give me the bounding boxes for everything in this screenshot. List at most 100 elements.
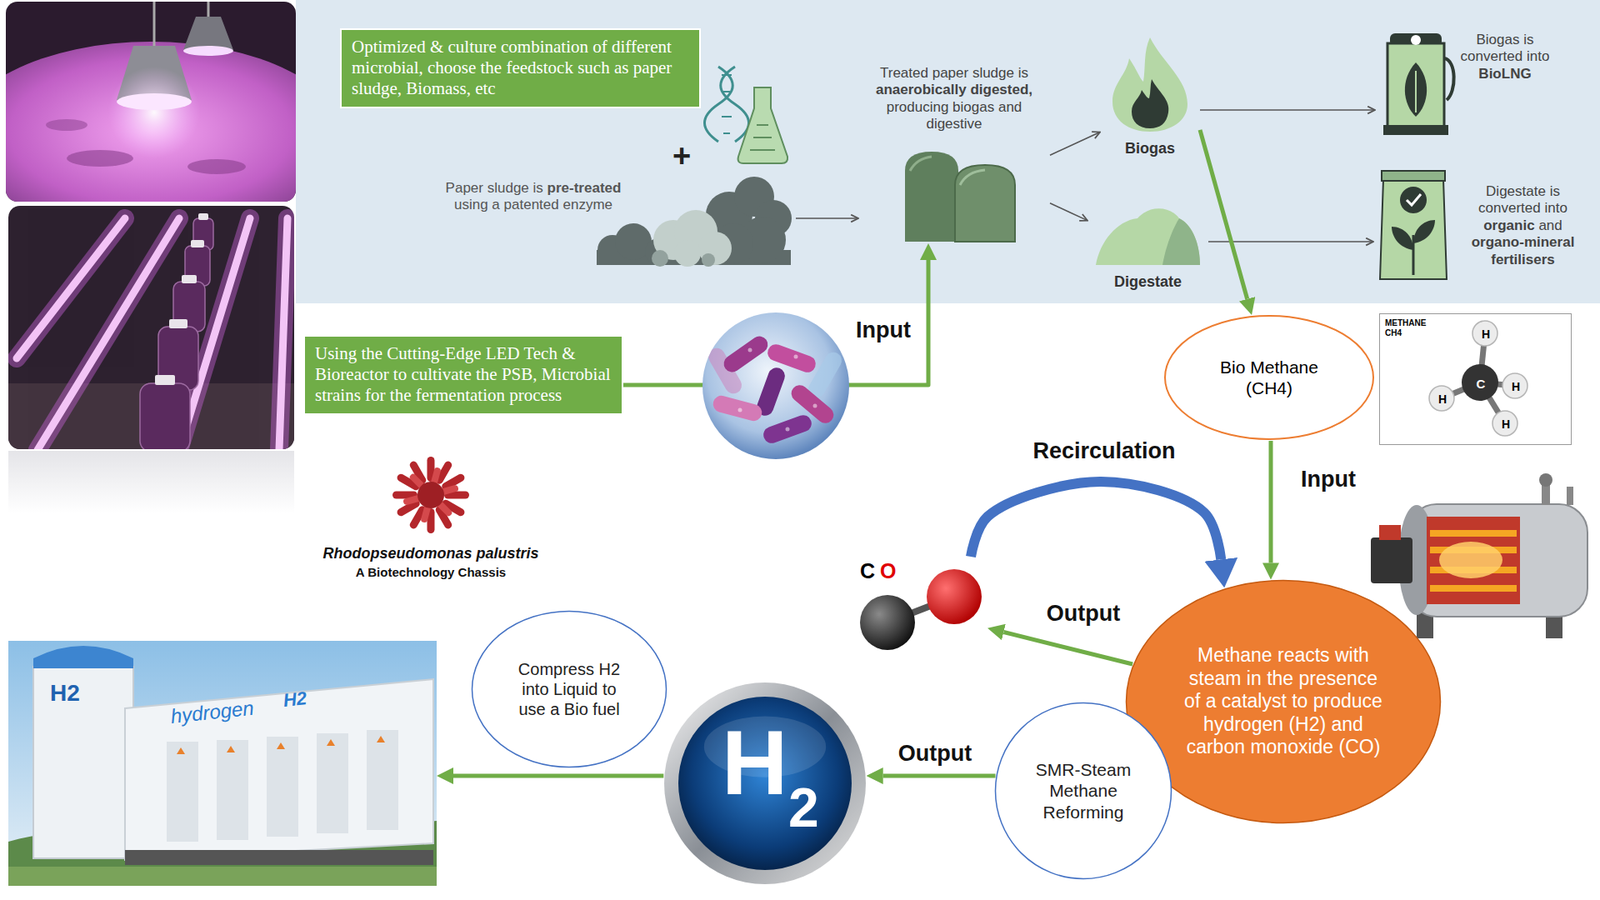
label-slot: Recirculation (1032, 440, 1175, 463)
dna-flask-icon-part-part (750, 149, 775, 151)
rhodopseudomonas-image-part (392, 456, 470, 534)
biolng-item: Biogas is converted into BioLNG (1375, 28, 1555, 139)
fertiliser-bag-icon (1380, 170, 1447, 280)
bioreactor-box: Using the Cutting-Edge LED Tech & Biorea… (303, 335, 624, 415)
text-slot: METHANE CH4 (1385, 318, 1437, 338)
node-text: Paper sludge is pre-treated using a pate… (433, 180, 634, 215)
flame-icon (1112, 37, 1188, 132)
tank-photo: H2hydrogenH2 (8, 640, 437, 886)
photo-led-bioreactor-part-part (169, 319, 188, 329)
photo-tank-lamp-part (108, 66, 200, 159)
co-molecule-image-part (926, 569, 982, 625)
dna-flask-icon-part (738, 87, 789, 164)
node-text: Bio Methane (CH4) (1210, 356, 1328, 399)
sludge-icon-part (651, 250, 715, 267)
boiler-image-part (1408, 504, 1588, 617)
boiler-image-part-part (1430, 530, 1517, 537)
text-slot: H (721, 716, 788, 809)
h2-badge: H2 (663, 681, 867, 885)
hydrogen-storage-photo-part-part (266, 736, 299, 837)
dna-flask-icon-part-part (721, 74, 732, 76)
fertiliser-bag-icon-part (1413, 220, 1435, 244)
biolng-pump-icon-part (1410, 35, 1421, 45)
edge-label: Recirculation (1032, 440, 1175, 463)
photo-led-bioreactor-part-part (155, 375, 175, 385)
dna-flask-icon-part (721, 75, 732, 134)
fertiliser-bag-icon-part (1381, 170, 1445, 181)
label-slot: Input (855, 319, 911, 342)
photo-led-bioreactor-part (140, 218, 214, 450)
dna-flask-icon-part-part (753, 136, 772, 139)
co-molecule: CO (850, 556, 988, 659)
ellipse-outline (472, 611, 667, 768)
hydrogen-storage-photo-part (8, 866, 437, 886)
rhodopseudomonas-image (392, 456, 470, 534)
dna-flask-icon-part (705, 66, 734, 142)
methane-ellipse: Bio Methane (CH4) (1163, 314, 1375, 441)
flow-arrow (1269, 440, 1274, 563)
flow-arrow (795, 217, 859, 220)
photo-tank-lamp-part (116, 93, 192, 110)
text-slot: 2 (788, 780, 820, 835)
bacteria-image-part-part-part (748, 348, 753, 353)
text-slot: C (860, 560, 875, 584)
photo-led-bioreactor-part-part (140, 383, 190, 450)
methane-molecule-part-part (1502, 373, 1528, 399)
node-text: H (1438, 393, 1447, 405)
label-slot: Input (1300, 468, 1356, 491)
methane-molecule-part (1429, 320, 1528, 436)
plus-sign: + (672, 139, 691, 175)
fertiliser-bag-icon-part (1406, 194, 1421, 205)
biolng-pump-icon-part (1415, 70, 1417, 113)
node-text: C (860, 560, 875, 584)
ellipse-shape (1163, 314, 1375, 441)
digester-icon-part (955, 165, 1015, 242)
co-molecule-image (860, 569, 982, 650)
label-slot: Output (1046, 602, 1120, 625)
text-slot: C (1476, 377, 1486, 390)
text-slot: H2 (50, 680, 80, 707)
edge-label: Output (1046, 602, 1120, 625)
caption-label: A Biotechnology Chassis (355, 565, 506, 580)
photo-led-bioreactor-part-part (198, 213, 209, 220)
digester-step: Treated paper sludge is anaerobically di… (858, 63, 1050, 244)
bold-word: digested, (970, 81, 1033, 98)
photo-led-bioreactor-part-part (279, 218, 288, 450)
hydrogen-storage-photo-part (8, 640, 437, 886)
badge-ring (664, 682, 866, 885)
dna-flask-icon (705, 66, 789, 164)
digester-icon-part (910, 156, 932, 171)
methane-molecule (1429, 320, 1528, 436)
flow-arrow (1200, 130, 1248, 300)
bacteria-image-part-part (710, 394, 764, 424)
node-text: Biogas (1100, 140, 1200, 159)
reaction-ellipse: Methane reacts with steam in the presenc… (1125, 579, 1442, 825)
molecule-card: METHANE CH4HHCHH (1379, 313, 1572, 445)
feedstock-box: Optimized & culture combination of diffe… (340, 28, 701, 109)
bacteria-image-part-part (738, 348, 818, 432)
text-slot: Biogas is converted into BioLNG (1458, 31, 1552, 83)
hydrogen-storage-photo-part (33, 645, 134, 669)
node-text: hydrogen (170, 697, 255, 729)
hydrogen-storage-photo-part (33, 666, 134, 859)
bacteria-image-part-part (720, 333, 772, 376)
photo-led-bioreactor (8, 205, 295, 450)
node-text: Treated paper sludge is anaerobically di… (858, 65, 1050, 134)
hydrogen-storage-photo-part-part (376, 735, 385, 743)
bold-word: organic (1483, 217, 1535, 234)
boiler-image-part (1370, 537, 1413, 584)
boiler-image (1370, 473, 1588, 639)
node-text: Digestate (1087, 273, 1209, 292)
photo-tank-lamp-part (207, 1, 210, 17)
biolng-pump-icon-part (1444, 58, 1455, 100)
bacteria-image (702, 312, 850, 460)
node-text: H (1481, 328, 1490, 340)
text-slot: Digestate (1087, 273, 1209, 292)
rhodopseudomonas-image-part (402, 466, 460, 524)
node-text: O (880, 560, 896, 584)
text-slot: Using the Cutting-Edge LED Tech & Biorea… (315, 343, 612, 407)
methane-molecule-part (1461, 364, 1499, 401)
digestate-item: Digestate (1087, 196, 1209, 294)
